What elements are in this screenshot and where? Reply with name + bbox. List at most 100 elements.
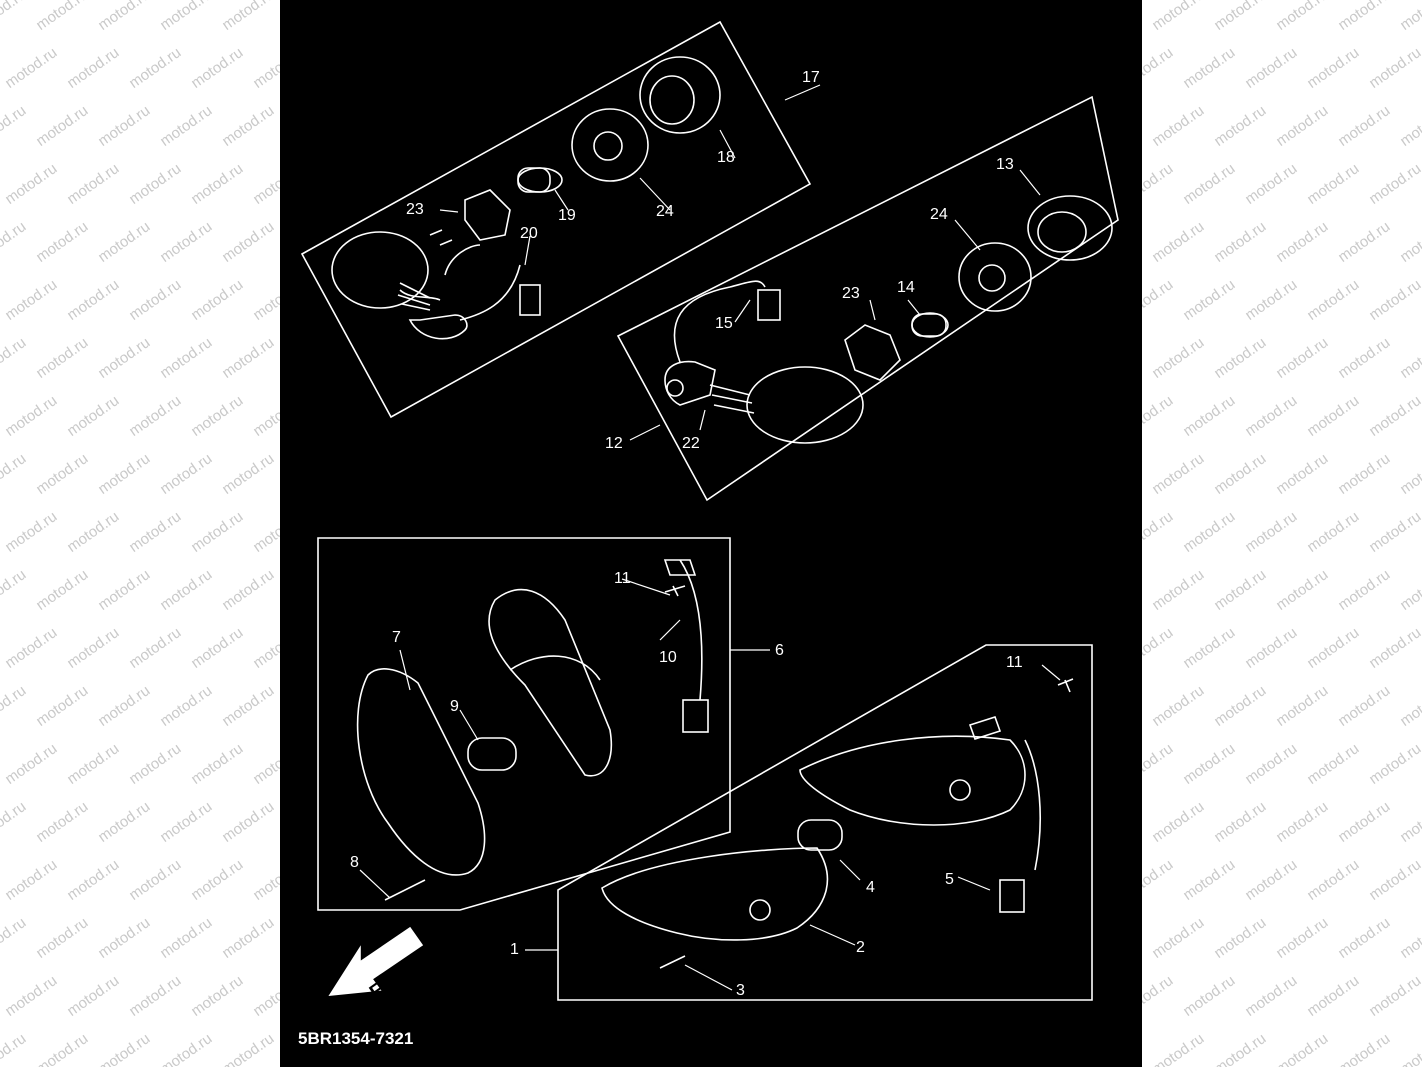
watermark-text: motod.ru bbox=[94, 450, 153, 498]
watermark-text: motod.ru bbox=[218, 798, 277, 846]
watermark-text: motod.ru bbox=[1241, 276, 1300, 324]
watermark-text: motod.ru bbox=[1, 740, 60, 788]
watermark-text: motod.ru bbox=[32, 0, 91, 34]
watermark-text: motod.ru bbox=[125, 508, 184, 556]
watermark-text: motod.ru bbox=[156, 566, 215, 614]
callout-23: 23 bbox=[406, 201, 424, 218]
callout-5: 5 bbox=[945, 871, 954, 888]
watermark-text: motod.ru bbox=[1396, 1030, 1422, 1067]
watermark-text: motod.ru bbox=[1179, 508, 1238, 556]
watermark-text: motod.ru bbox=[32, 102, 91, 150]
watermark-text: motod.ru bbox=[1334, 450, 1393, 498]
watermark-text: motod.ru bbox=[0, 566, 29, 614]
watermark-text: motod.ru bbox=[1148, 102, 1207, 150]
watermark-text: motod.ru bbox=[1334, 102, 1393, 150]
watermark-text: motod.ru bbox=[1210, 682, 1269, 730]
callout-10: 10 bbox=[659, 649, 677, 666]
watermark-text: motod.ru bbox=[0, 102, 29, 150]
watermark-text: motod.ru bbox=[94, 0, 153, 34]
watermark-text: motod.ru bbox=[94, 798, 153, 846]
watermark-text: motod.ru bbox=[0, 798, 29, 846]
watermark-text: motod.ru bbox=[1148, 566, 1207, 614]
callout-8: 8 bbox=[350, 854, 359, 871]
watermark-text: motod.ru bbox=[1, 624, 60, 672]
watermark-text: motod.ru bbox=[1365, 624, 1422, 672]
watermark-text: motod.ru bbox=[187, 160, 246, 208]
box-assembly-17 bbox=[300, 20, 812, 419]
watermark-text: motod.ru bbox=[1210, 1030, 1269, 1067]
watermark-text: motod.ru bbox=[125, 972, 184, 1020]
watermark-text: motod.ru bbox=[1303, 856, 1362, 904]
watermark-text: motod.ru bbox=[63, 856, 122, 904]
watermark-text: motod.ru bbox=[1210, 102, 1269, 150]
watermark-text: motod.ru bbox=[1210, 218, 1269, 266]
watermark-text: motod.ru bbox=[1241, 856, 1300, 904]
callout-24: 24 bbox=[656, 203, 674, 220]
callout-20: 20 bbox=[520, 225, 538, 242]
watermark-text: motod.ru bbox=[63, 740, 122, 788]
watermark-text: motod.ru bbox=[1334, 0, 1393, 34]
watermark-text: motod.ru bbox=[32, 798, 91, 846]
watermark-text: motod.ru bbox=[125, 44, 184, 92]
watermark-text: motod.ru bbox=[187, 44, 246, 92]
watermark-text: motod.ru bbox=[63, 276, 122, 324]
watermark-text: motod.ru bbox=[1179, 972, 1238, 1020]
watermark-text: motod.ru bbox=[187, 856, 246, 904]
watermark-text: motod.ru bbox=[1210, 914, 1269, 962]
watermark-text: motod.ru bbox=[0, 0, 29, 34]
watermark-text: motod.ru bbox=[1241, 44, 1300, 92]
watermark-text: motod.ru bbox=[1334, 334, 1393, 382]
watermark-text: motod.ru bbox=[218, 1030, 277, 1067]
watermark-text: motod.ru bbox=[1, 972, 60, 1020]
watermark-text: motod.ru bbox=[218, 682, 277, 730]
watermark-text: motod.ru bbox=[32, 218, 91, 266]
watermark-text: motod.ru bbox=[63, 160, 122, 208]
callout-9: 9 bbox=[450, 698, 459, 715]
watermark-text: motod.ru bbox=[1, 44, 60, 92]
diagram-panel: 17 18 24 19 23 20 13 24 14 23 15 12 22 1… bbox=[280, 0, 1142, 1067]
watermark-text: motod.ru bbox=[1272, 102, 1331, 150]
watermark-text: motod.ru bbox=[1303, 44, 1362, 92]
watermark-text: motod.ru bbox=[1179, 160, 1238, 208]
turn-signal-1-parts bbox=[601, 678, 1074, 969]
watermark-text: motod.ru bbox=[0, 450, 29, 498]
callout-17: 17 bbox=[802, 69, 820, 86]
watermark-text: motod.ru bbox=[94, 914, 153, 962]
watermark-text: motod.ru bbox=[63, 392, 122, 440]
watermark-text: motod.ru bbox=[1148, 682, 1207, 730]
watermark-text: motod.ru bbox=[0, 334, 29, 382]
watermark-text: motod.ru bbox=[1241, 740, 1300, 788]
watermark-text: motod.ru bbox=[1396, 798, 1422, 846]
watermark-text: motod.ru bbox=[1365, 160, 1422, 208]
callout-6: 6 bbox=[775, 642, 784, 659]
watermark-text: motod.ru bbox=[0, 682, 29, 730]
watermark-text: motod.ru bbox=[1334, 566, 1393, 614]
watermark-text: motod.ru bbox=[218, 218, 277, 266]
watermark-text: motod.ru bbox=[1210, 450, 1269, 498]
watermark-text: motod.ru bbox=[125, 856, 184, 904]
watermark-text: motod.ru bbox=[1179, 740, 1238, 788]
callout-11: 11 bbox=[1006, 654, 1023, 671]
watermark-text: motod.ru bbox=[32, 682, 91, 730]
watermark-text: motod.ru bbox=[1365, 856, 1422, 904]
watermark-text: motod.ru bbox=[94, 1030, 153, 1067]
watermark-text: motod.ru bbox=[32, 566, 91, 614]
watermark-text: motod.ru bbox=[32, 450, 91, 498]
watermark-text: motod.ru bbox=[1241, 160, 1300, 208]
turn-signal-12-parts bbox=[664, 195, 1113, 444]
watermark-text: motod.ru bbox=[0, 1030, 29, 1067]
watermark-text: motod.ru bbox=[1303, 160, 1362, 208]
callout-2: 2 bbox=[856, 939, 865, 956]
watermark-text: motod.ru bbox=[125, 276, 184, 324]
watermark-text: motod.ru bbox=[1148, 218, 1207, 266]
callout-22: 22 bbox=[682, 435, 700, 452]
watermark-text: motod.ru bbox=[63, 508, 122, 556]
watermark-text: motod.ru bbox=[156, 1030, 215, 1067]
watermark-text: motod.ru bbox=[1241, 972, 1300, 1020]
turn-signal-17-parts bbox=[331, 56, 721, 340]
callout-18: 18 bbox=[717, 149, 735, 166]
watermark-text: motod.ru bbox=[1179, 44, 1238, 92]
watermark-text: motod.ru bbox=[1272, 334, 1331, 382]
watermark-text: motod.ru bbox=[1272, 798, 1331, 846]
callout-4: 4 bbox=[866, 879, 875, 896]
